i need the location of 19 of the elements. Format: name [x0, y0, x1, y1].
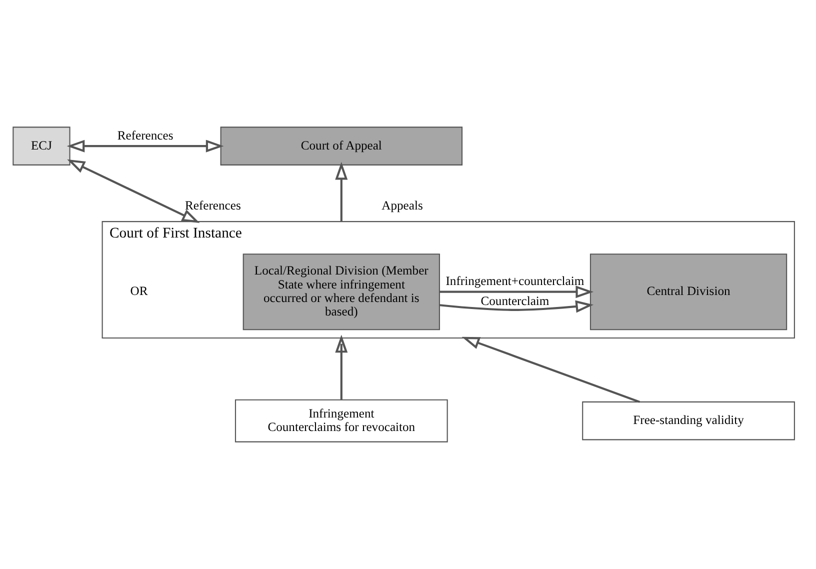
edge-label: Counterclaim: [480, 294, 550, 308]
edge-label: References: [185, 198, 241, 213]
label: OR: [130, 284, 148, 298]
node-box: Local/Regional Division (Member State where infringement occurred or where defendant is based): [242, 254, 440, 330]
edge-label: Appeals: [382, 198, 423, 213]
node-box: Free-standing validity: [582, 401, 795, 440]
arrow: [335, 334, 348, 400]
node-box: ECJ: [12, 126, 70, 166]
arrow: [439, 300, 594, 313]
edge-label: Infringement+counterclaim: [446, 274, 584, 288]
edge-label: References: [117, 128, 174, 142]
arrow: [462, 336, 640, 403]
arrow: [66, 140, 224, 152]
node-box: Court of Appeal: [220, 126, 463, 166]
arrow: [67, 159, 200, 223]
arrow: [439, 286, 594, 298]
node-box: Infringement Counterclaims for revocaiton: [234, 399, 448, 442]
node-box: Central Division: [590, 254, 788, 330]
arrow: [335, 162, 348, 222]
